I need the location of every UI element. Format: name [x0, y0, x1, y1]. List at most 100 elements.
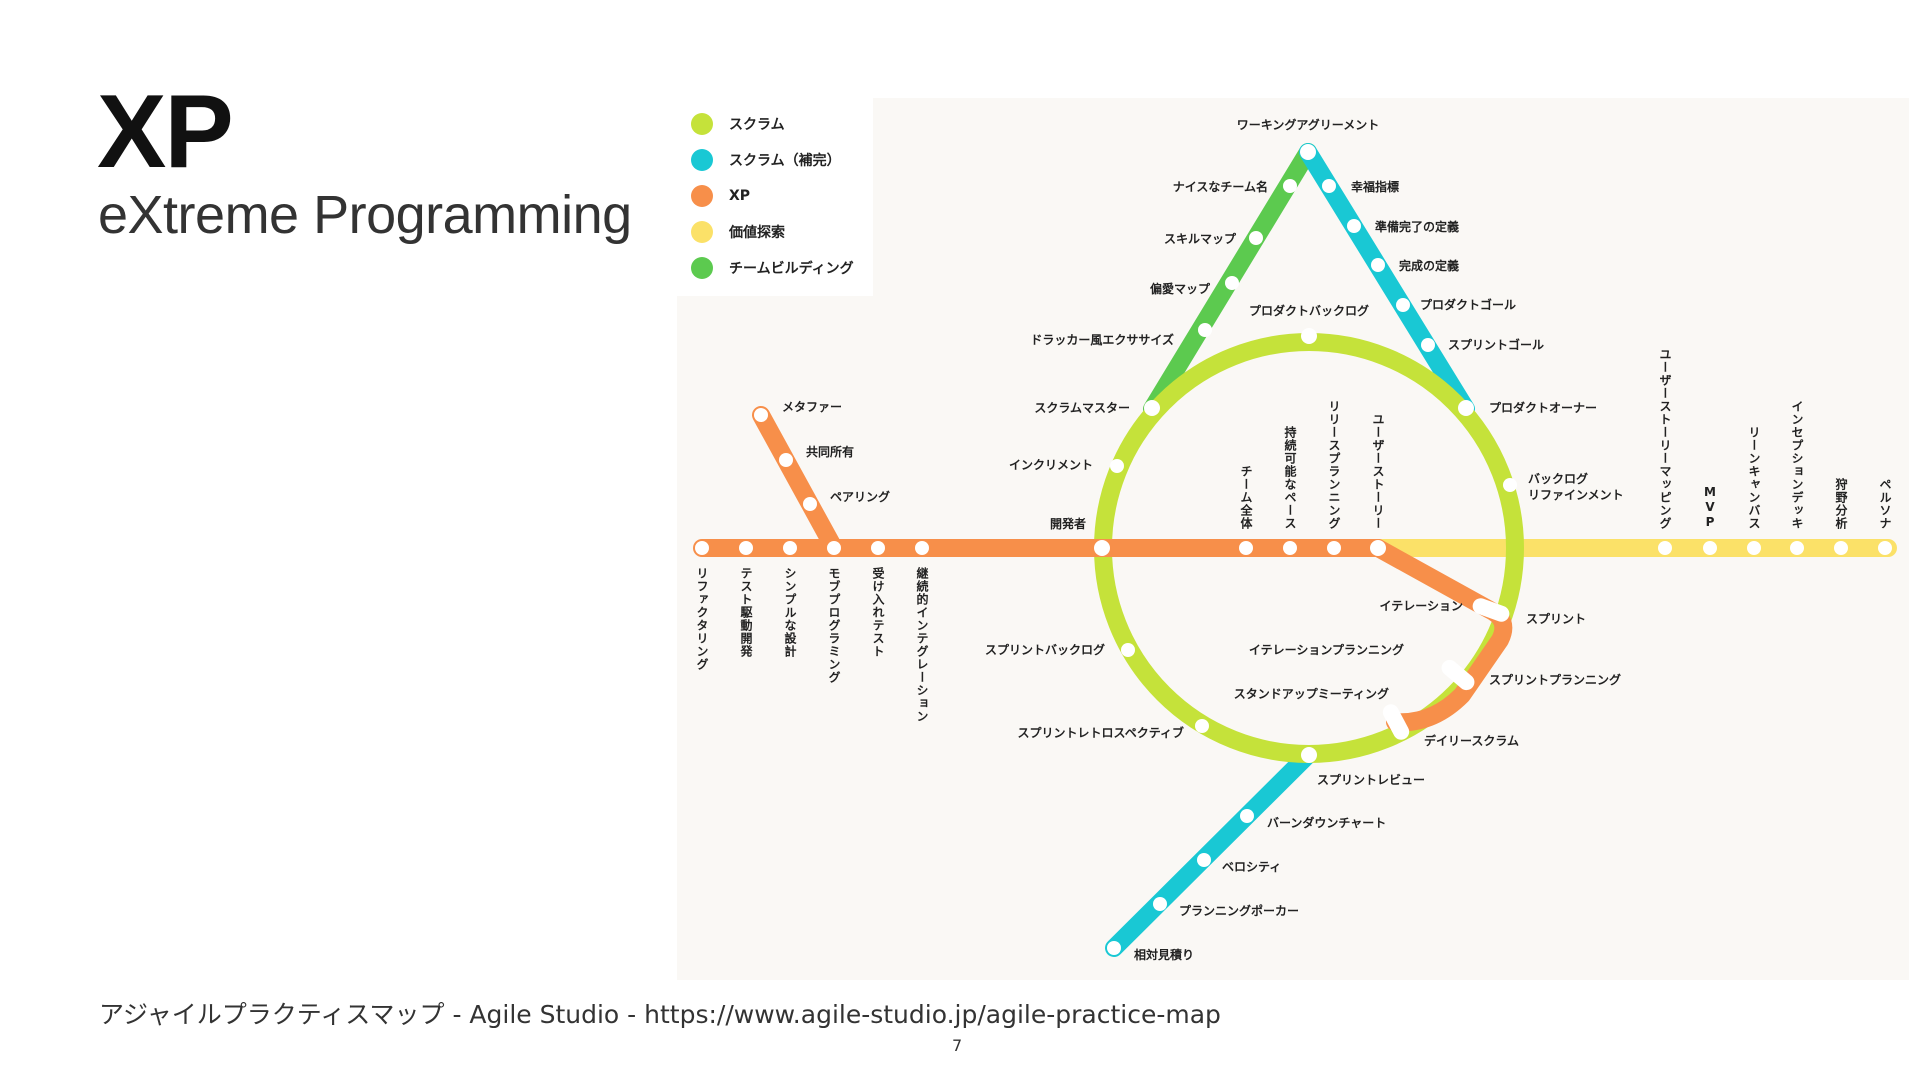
legend-swatch: [691, 149, 713, 171]
label-mob-programming: モブプログラミング: [827, 567, 841, 684]
station-sprint-retro: [1195, 719, 1209, 733]
label-sprint-retro: スプリントレトロスペクティブ: [1018, 725, 1184, 740]
label-release-planning: リリースプランニング: [1327, 400, 1341, 530]
station-collective-ownership: [779, 453, 793, 467]
station-dor: [1347, 219, 1361, 233]
label-burndown: バーンダウンチャート: [1267, 815, 1386, 830]
station-planning-poker: [1153, 897, 1167, 911]
page-number: 7: [952, 1036, 963, 1055]
station-sustainable-pace: [1283, 541, 1297, 555]
label-velocity: ベロシティ: [1222, 860, 1281, 874]
label-sprint-backlog: スプリントバックログ: [985, 642, 1105, 657]
station-tdd: [739, 541, 753, 555]
station-mvp: [1703, 541, 1717, 555]
legend-item-scrum: スクラム: [691, 112, 785, 136]
station-happiness: [1322, 179, 1336, 193]
label-dor: 準備完了の定義: [1375, 219, 1459, 234]
legend-swatch: [691, 221, 713, 243]
label-persona: ペルソナ: [1878, 478, 1892, 530]
label-skill-map: スキルマップ: [1164, 231, 1237, 246]
station-scrum-master: [1144, 400, 1160, 416]
label-working-agreement: ワーキングアグリーメント: [1237, 117, 1380, 132]
label-tdd: テスト駆動開発: [739, 567, 753, 658]
label-sprint-review: スプリントレビュー: [1317, 772, 1425, 787]
station-working-agreement: [1300, 144, 1316, 160]
station-product-backlog: [1301, 328, 1317, 344]
legend-swatch: [691, 185, 713, 207]
legend-label: チームビルディング: [729, 261, 854, 277]
slide-subtitle: eXtreme Programming: [98, 185, 632, 245]
legend-label: 価値探索: [729, 225, 785, 241]
label-simple-design: シンプルな設計: [783, 567, 797, 658]
label-love-map: 偏愛マップ: [1150, 281, 1211, 296]
label-sustainable-pace: 持続可能なペース: [1283, 425, 1297, 530]
station-sprint-goal: [1421, 338, 1435, 352]
label-iteration-planning: イテレーションプランニング: [1249, 642, 1404, 657]
station-mob-programming: [827, 541, 841, 555]
label-sprint: スプリント: [1526, 611, 1586, 626]
station-sprint-review: [1301, 747, 1317, 763]
station-velocity: [1197, 853, 1211, 867]
legend-label: スクラム: [729, 117, 785, 133]
station-increment: [1110, 459, 1124, 473]
label-hunting: 狩野分析: [1834, 477, 1848, 530]
legend-swatch: [691, 257, 713, 279]
label-developers: 開発者: [1050, 516, 1086, 531]
source-footer: アジャイルプラクティスマップ - Agile Studio - https://…: [99, 1000, 1221, 1029]
station-refactoring: [695, 541, 709, 555]
station-persona: [1878, 541, 1892, 555]
station-simple-design: [783, 541, 797, 555]
legend-item-scrum-complement: スクラム（補完）: [691, 148, 841, 172]
station-relative-estimation: [1107, 941, 1121, 955]
label-refactoring: リファクタリング: [695, 567, 709, 671]
label-pairing: ペアリング: [830, 489, 890, 504]
label-mvp: MVP: [1703, 485, 1717, 530]
label-user-story-mapping: ユーザーストーリーマッピング: [1658, 348, 1672, 530]
label-user-story: ユーザーストーリー: [1371, 413, 1385, 530]
label-product-backlog: プロダクトバックログ: [1249, 303, 1369, 318]
label-happiness: 幸福指標: [1351, 179, 1399, 194]
label-daily-scrum: デイリースクラム: [1424, 733, 1519, 748]
legend-label: スクラム（補完）: [729, 153, 841, 169]
legend-item-xp: XP: [691, 184, 750, 208]
label-lean-canvas: リーンキャンバス: [1747, 426, 1761, 530]
label-acceptance-test: 受け入れテスト: [871, 566, 885, 658]
station-acceptance-test: [871, 541, 885, 555]
station-product-owner: [1458, 400, 1474, 416]
station-skill-map: [1249, 231, 1263, 245]
line-scrum-complement-upper: [1299, 143, 1475, 418]
label-dod: 完成の定義: [1399, 258, 1459, 273]
label-planning-poker: プランニングポーカー: [1179, 903, 1299, 918]
label-whole-team: チーム全体: [1239, 465, 1253, 530]
line-scrum-complement-lower: [1105, 746, 1317, 957]
station-release-planning: [1327, 541, 1341, 555]
station-lean-canvas: [1747, 541, 1761, 555]
slide-title: XP: [97, 74, 234, 190]
line-xp-branch: [752, 406, 843, 557]
legend-item-value-exploration: 価値探索: [691, 220, 785, 244]
label-metaphor: メタファー: [782, 400, 842, 414]
station-nice-team-name: [1283, 179, 1297, 193]
station-sprint-backlog: [1121, 643, 1135, 657]
label-nice-team-name: ナイスなチーム名: [1173, 179, 1268, 194]
label-refinement-1: バックログ: [1528, 471, 1588, 486]
label-increment: インクリメント: [1009, 458, 1093, 472]
station-burndown: [1240, 809, 1254, 823]
legend: スクラム スクラム（補完） XP 価値探索 チームビルディング: [677, 98, 873, 296]
station-inception-deck: [1790, 541, 1804, 555]
station-pairing: [803, 497, 817, 511]
station-product-goal: [1396, 298, 1410, 312]
station-metaphor: [754, 408, 768, 422]
label-refinement-2: リファインメント: [1528, 488, 1624, 502]
legend-label: XP: [729, 188, 751, 204]
station-whole-team: [1239, 541, 1253, 555]
station-refinement: [1503, 478, 1517, 492]
label-product-goal: プロダクトゴール: [1420, 297, 1516, 312]
station-drucker: [1198, 323, 1212, 337]
station-developers: [1094, 540, 1110, 556]
station-sprint: [1472, 598, 1510, 622]
label-ci: 継続的インテグレーション: [915, 566, 929, 723]
station-user-story-mapping: [1658, 541, 1672, 555]
label-relative-estimation: 相対見積り: [1134, 947, 1194, 962]
